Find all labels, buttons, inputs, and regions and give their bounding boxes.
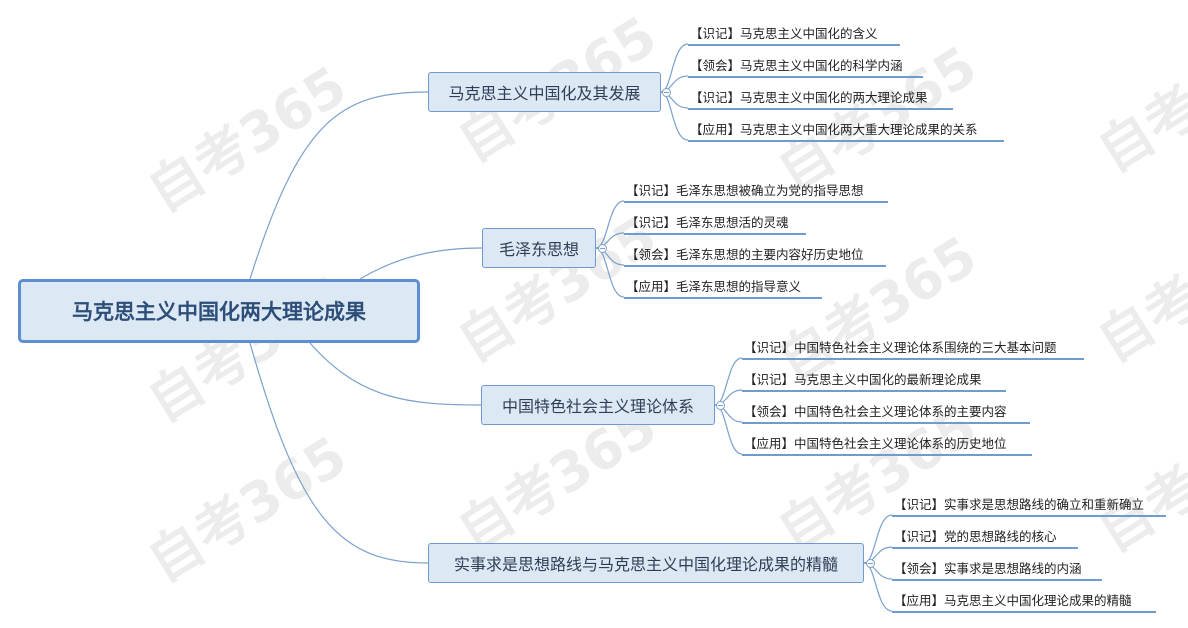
leaf-item[interactable]: 【识记】实事求是思想路线的确立和重新确立: [892, 491, 1166, 517]
root-node[interactable]: 马克思主义中国化两大理论成果: [18, 279, 420, 343]
leaf-item[interactable]: 【应用】中国特色社会主义理论体系的历史地位: [742, 430, 1032, 456]
leaf-item[interactable]: 【识记】中国特色社会主义理论体系围绕的三大基本问题: [742, 334, 1084, 360]
leaf-label: 【领会】马克思主义中国化的科学内涵: [690, 57, 903, 73]
leaf-item[interactable]: 【识记】马克思主义中国化的含义: [688, 20, 900, 46]
leaf-label: 【领会】实事求是思想路线的内涵: [894, 560, 1082, 576]
collapse-toggle-icon[interactable]: [662, 88, 671, 97]
leaf-label: 【领会】毛泽东思想的主要内容好历史地位: [626, 246, 864, 262]
leaf-item[interactable]: 【领会】毛泽东思想的主要内容好历史地位: [624, 241, 886, 267]
root-label: 马克思主义中国化两大理论成果: [72, 300, 366, 324]
branch-label: 毛泽东思想: [498, 240, 579, 259]
branch-label: 中国特色社会主义理论体系: [501, 397, 694, 416]
leaf-label: 【识记】毛泽东思想活的灵魂: [626, 214, 789, 230]
leaf-item[interactable]: 【应用】马克思主义中国化两大重大理论成果的关系: [688, 116, 1004, 142]
leaf-label: 【应用】马克思主义中国化两大重大理论成果的关系: [690, 121, 978, 137]
branch-label: 实事求是思想路线与马克思主义中国化理论成果的精髓: [453, 555, 838, 574]
leaf-item[interactable]: 【识记】马克思主义中国化的两大理论成果: [688, 84, 953, 110]
leaf-item[interactable]: 【领会】中国特色社会主义理论体系的主要内容: [742, 398, 1030, 424]
collapse-toggle-icon[interactable]: [716, 401, 725, 410]
leaf-item[interactable]: 【识记】党的思想路线的核心: [892, 523, 1078, 549]
leaf-item[interactable]: 【领会】马克思主义中国化的科学内涵: [688, 52, 923, 78]
branch-label: 马克思主义中国化及其发展: [448, 84, 641, 103]
branch-node-2[interactable]: 毛泽东思想: [482, 228, 596, 268]
leaf-label: 【识记】实事求是思想路线的确立和重新确立: [894, 496, 1145, 512]
leaf-item[interactable]: 【应用】毛泽东思想的指导意义: [624, 273, 822, 299]
leaf-item[interactable]: 【识记】毛泽东思想被确立为党的指导思想: [624, 177, 888, 203]
leaf-label: 【识记】党的思想路线的核心: [894, 528, 1057, 544]
leaf-label: 【识记】马克思主义中国化的最新理论成果: [744, 371, 982, 387]
leaf-label: 【识记】中国特色社会主义理论体系围绕的三大基本问题: [744, 339, 1057, 355]
branch-node-3[interactable]: 中国特色社会主义理论体系: [481, 385, 715, 425]
leaf-label: 【应用】马克思主义中国化理论成果的精髓: [894, 592, 1132, 608]
leaf-label: 【识记】毛泽东思想被确立为党的指导思想: [626, 182, 864, 198]
branch-node-1[interactable]: 马克思主义中国化及其发展: [428, 72, 661, 112]
leaf-label: 【识记】马克思主义中国化的两大理论成果: [690, 89, 928, 105]
leaf-label: 【领会】中国特色社会主义理论体系的主要内容: [744, 403, 1007, 419]
leaf-label: 【识记】马克思主义中国化的含义: [690, 25, 878, 41]
collapse-toggle-icon[interactable]: [598, 244, 607, 253]
collapse-toggle-icon[interactable]: [866, 559, 875, 568]
leaf-label: 【应用】中国特色社会主义理论体系的历史地位: [744, 435, 1007, 451]
leaf-label: 【应用】毛泽东思想的指导意义: [626, 278, 802, 294]
leaf-item[interactable]: 【领会】实事求是思想路线的内涵: [892, 555, 1102, 581]
branch-node-4[interactable]: 实事求是思想路线与马克思主义中国化理论成果的精髓: [428, 543, 864, 583]
leaf-item[interactable]: 【识记】毛泽东思想活的灵魂: [624, 209, 806, 235]
leaf-item[interactable]: 【应用】马克思主义中国化理论成果的精髓: [892, 587, 1156, 613]
leaf-item[interactable]: 【识记】马克思主义中国化的最新理论成果: [742, 366, 1006, 392]
